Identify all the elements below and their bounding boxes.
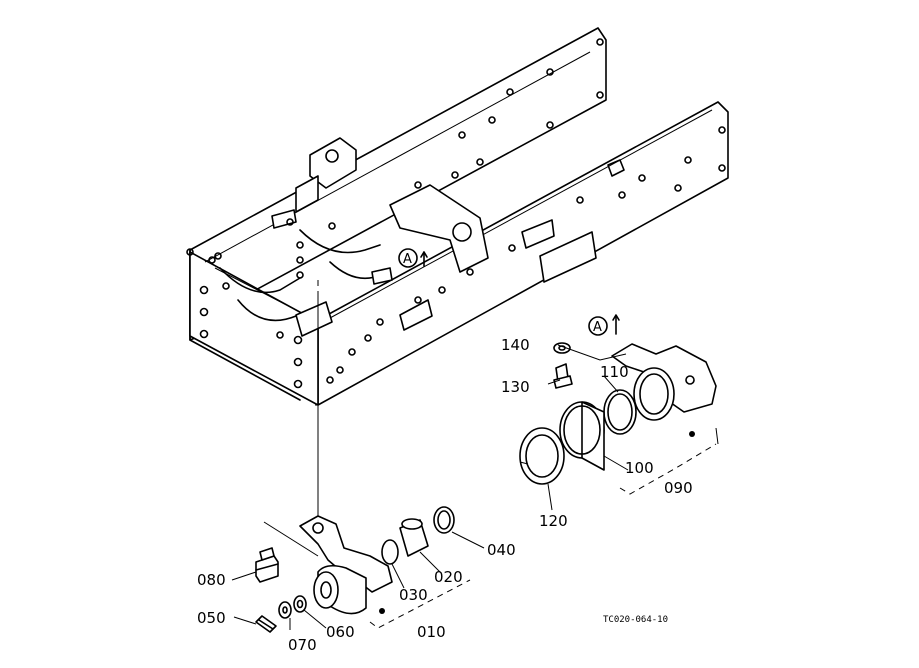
part-label-060: 060 bbox=[326, 623, 355, 641]
view-marker-bracket-label: A bbox=[593, 320, 602, 335]
part-label-140: 140 bbox=[501, 336, 530, 354]
part-label-070: 070 bbox=[288, 636, 317, 654]
part-label-030: 030 bbox=[399, 586, 428, 604]
drawing-code: TC020-064-10 bbox=[603, 615, 668, 625]
part-label-120: 120 bbox=[539, 512, 568, 530]
part-label-020: 020 bbox=[434, 568, 463, 586]
part-label-050: 050 bbox=[197, 609, 226, 627]
bushing-020 bbox=[399, 518, 429, 557]
oring-030 bbox=[381, 539, 399, 565]
part-label-080: 080 bbox=[197, 571, 226, 589]
view-marker-frame: A bbox=[398, 248, 428, 268]
rear-pivot-bracket bbox=[611, 343, 717, 437]
part-label-130: 130 bbox=[501, 378, 530, 396]
nut-060 bbox=[293, 595, 307, 613]
part-label-110: 110 bbox=[600, 363, 629, 381]
front-pivot-bracket bbox=[299, 515, 393, 615]
plug-080 bbox=[255, 547, 279, 583]
leader-lines bbox=[231, 344, 719, 630]
bushing-100 bbox=[559, 401, 605, 471]
part-label-090: 090 bbox=[664, 479, 693, 497]
washer-070 bbox=[278, 601, 292, 619]
part-label-010: 010 bbox=[417, 623, 446, 641]
ring-040 bbox=[433, 506, 455, 534]
view-marker-bracket: A bbox=[588, 314, 620, 336]
part-label-100: 100 bbox=[625, 459, 654, 477]
part-labels: 010 020 030 040 050 060 070 080 090 100 … bbox=[197, 336, 693, 654]
bolt-130 bbox=[553, 363, 573, 389]
grease-fitting-050 bbox=[255, 615, 277, 633]
view-marker-frame-label: A bbox=[403, 252, 412, 267]
front-frame bbox=[186, 27, 729, 406]
part-label-040: 040 bbox=[487, 541, 516, 559]
